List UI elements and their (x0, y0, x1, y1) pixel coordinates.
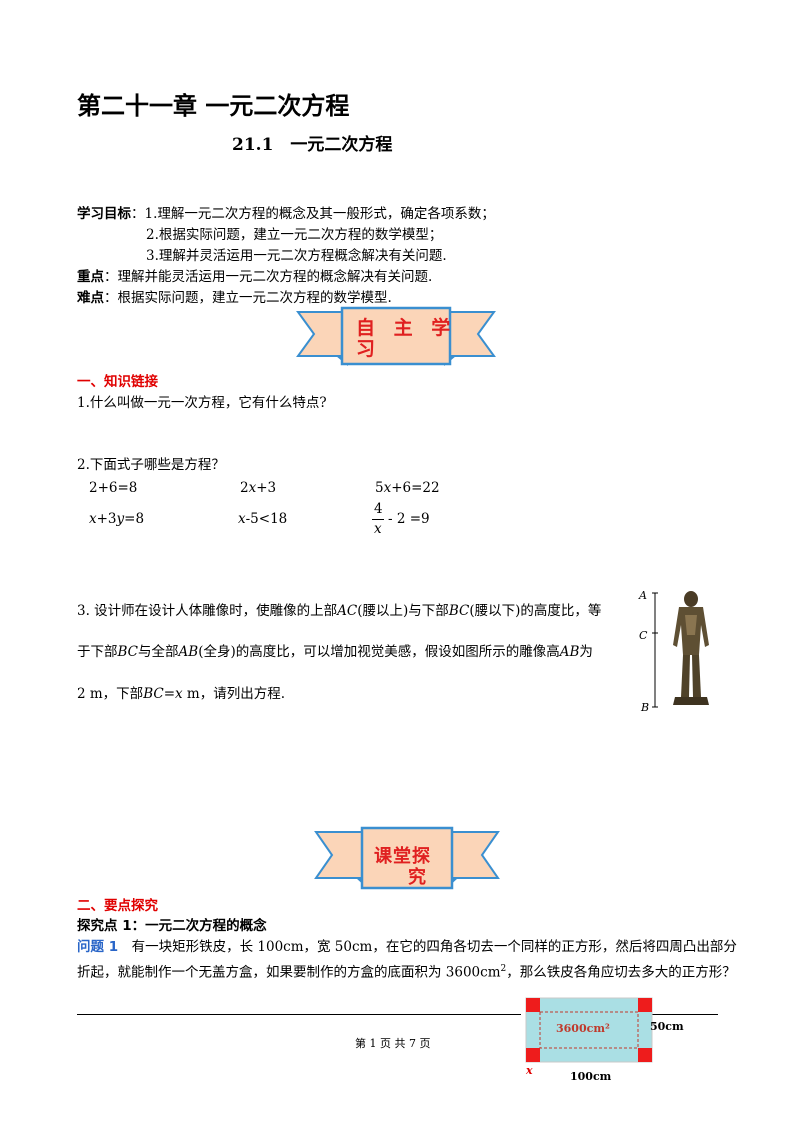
expression-5: x-5<18 (238, 511, 288, 527)
statue-figure: A C B (635, 585, 725, 715)
question-2: 2.下面式子哪些是方程？ (77, 457, 225, 473)
page-number: 第 1 页 共 7 页 (355, 1037, 431, 1050)
box-length-label: 100cm (570, 1070, 612, 1083)
statue-label-a: A (639, 589, 647, 602)
question-1: 1.什么叫做一元一次方程，它有什么特点? (77, 395, 327, 411)
banner-self-study-line2: 习 (356, 338, 382, 360)
statue-label-b: B (641, 701, 650, 714)
ribbon-shape (314, 826, 500, 890)
statue-image (652, 591, 709, 708)
objective-item-2: 2.根据实际问题，建立一元二次方程的数学模型； (146, 227, 443, 243)
expression-2: 2x+3 (240, 480, 277, 496)
banner-class-explore-line1: 课堂探 (374, 846, 431, 867)
part1-heading: 一、知识链接 (77, 374, 158, 390)
key-point: 重点：理解并能灵活运用一元二次方程的概念解决有关问题. (77, 269, 433, 285)
box-width-label: 50cm (650, 1020, 684, 1033)
box-area-label: 3600cm² (556, 1022, 610, 1035)
part2-heading: 二、要点探究 (77, 898, 158, 914)
box-figure: 3600cm² 50cm x 100cm (524, 996, 684, 1106)
difficulty-label: 难点 (77, 290, 104, 306)
section-title: 21.1 一元二次方程 (232, 135, 393, 155)
chapter-title: 第二十一章 一元二次方程 (77, 92, 350, 120)
objectives-label: 学习目标 (77, 206, 131, 222)
objective-item-3: 3.理解并灵活运用一元二次方程概念解决有关问题. (146, 248, 447, 264)
objectives-line-1: 学习目标：1.理解一元二次方程的概念及其一般形式，确定各项系数； (77, 206, 495, 222)
banner-self-study-line1: 自 主 学 (356, 317, 457, 339)
problem-1-label: 问题 1 (77, 939, 119, 955)
fraction-numerator: 4 (374, 501, 383, 517)
question-3-line-1: 3. 设计师在设计人体雕像时，使雕像的上部AC(腰以上)与下部BC(腰以下)的高… (77, 603, 602, 619)
fraction-rest: - 2 =9 (388, 511, 430, 527)
expression-4: x+3y=8 (89, 511, 145, 527)
question-3-line-3: 2 m，下部BC=x m，请列出方程. (77, 686, 286, 702)
fraction-denominator: x (374, 521, 382, 537)
statue-label-c: C (639, 629, 648, 642)
problem-1-line-1: 问题 1 有一块矩形铁皮，长 100cm，宽 50cm，在它的四角各切去一个同样… (77, 939, 737, 955)
footer-rule-right (650, 1014, 718, 1015)
question-3-line-2: 于下部BC与全部AB(全身)的高度比，可以增加视觉美感，假设如图所示的雕像高AB… (77, 644, 593, 660)
footer-rule-left (77, 1014, 521, 1015)
banner-class-explore: 课堂探 究 (314, 826, 500, 892)
problem-1-line-2: 折起，就能制作一个无盖方盒，如果要制作的方盒的底面积为 3600cm2，那么铁皮… (77, 964, 736, 981)
ribbon-shape (296, 306, 496, 366)
expression-1: 2+6=8 (89, 480, 138, 496)
difficulty: 难点：根据实际问题，建立一元二次方程的数学模型. (77, 290, 392, 306)
banner-class-explore-line2: 究 (408, 867, 427, 888)
explore-point-1: 探究点 1：一元二次方程的概念 (77, 918, 267, 934)
sheet-diagram (525, 997, 653, 1063)
banner-self-study: 自 主 学 习 (296, 306, 496, 368)
objective-item-1: 1.理解一元二次方程的概念及其一般形式，确定各项系数； (144, 206, 495, 222)
expression-3: 5x+6=22 (375, 480, 440, 496)
expression-6: 4 x - 2 =9 (372, 500, 442, 540)
box-corner-label: x (526, 1064, 533, 1077)
fraction-bar (372, 519, 384, 520)
key-point-label: 重点 (77, 269, 104, 285)
